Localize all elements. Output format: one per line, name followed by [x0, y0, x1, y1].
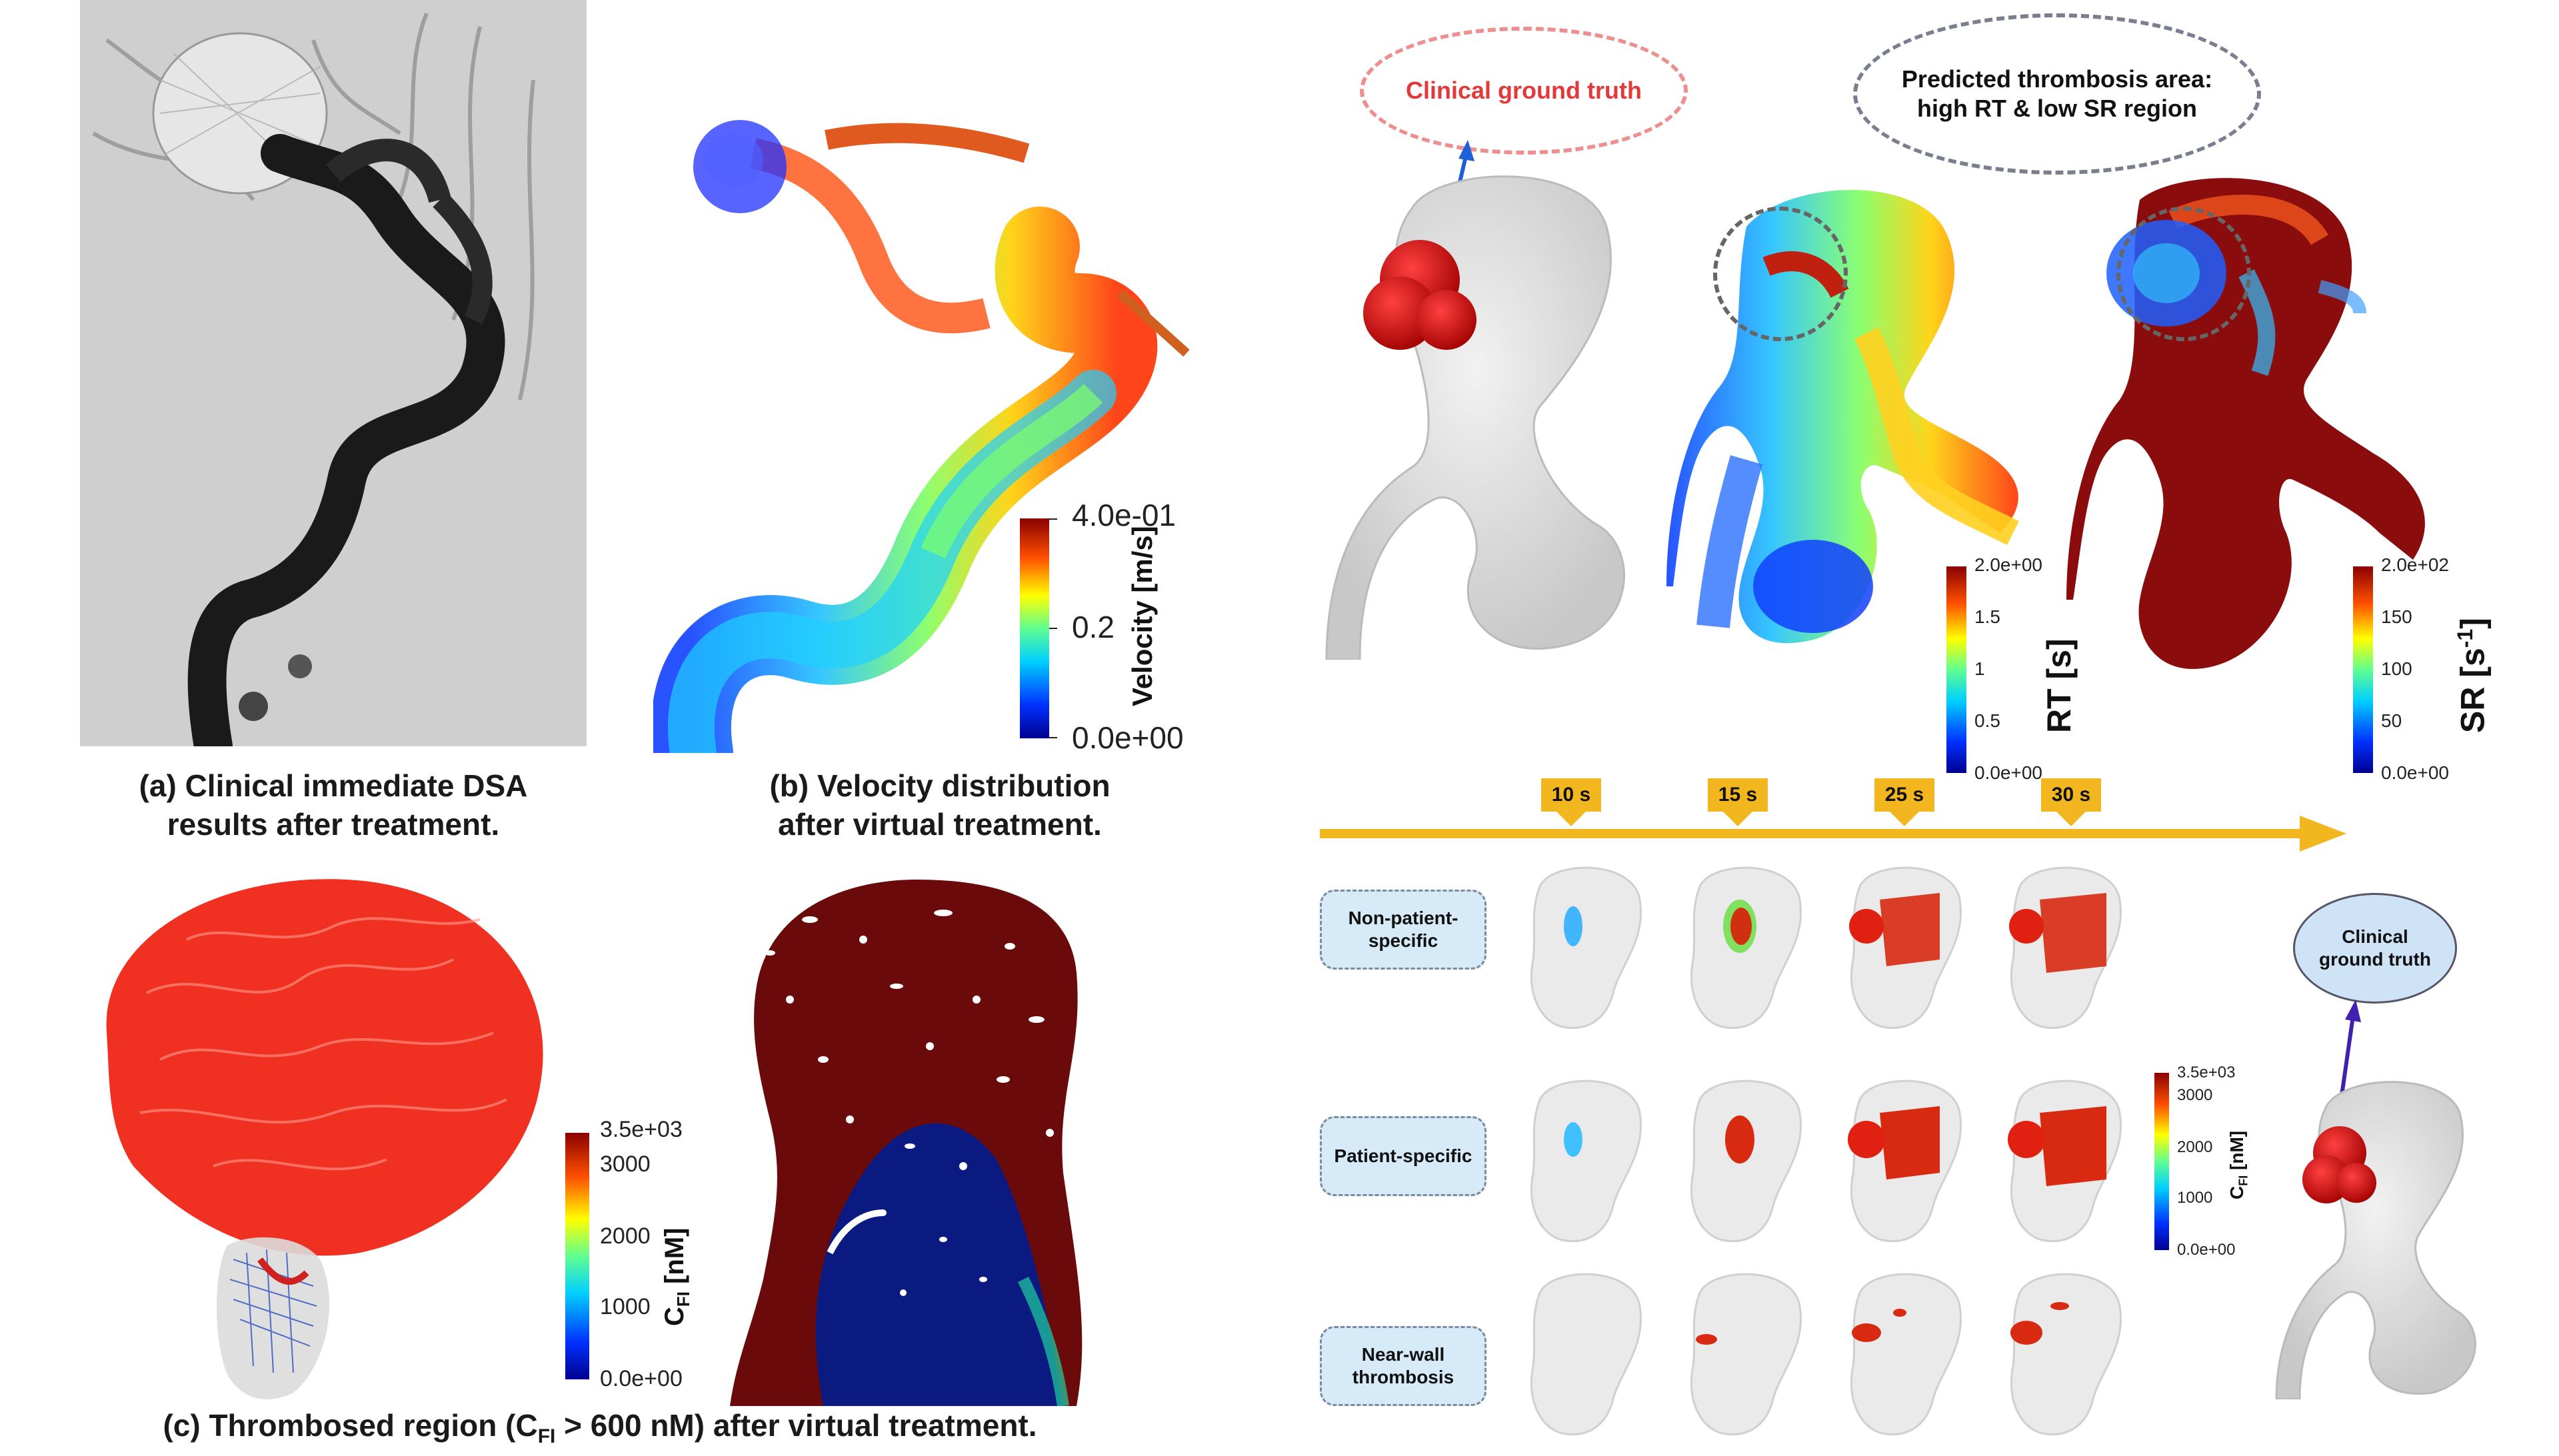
panel-a-caption-line2: results after treatment.	[167, 807, 500, 842]
panel-a-caption: (a) Clinical immediate DSA results after…	[67, 766, 600, 844]
thrombus-slice-render	[730, 866, 1090, 1407]
sr-colorbar-label: SR [s-1]	[2453, 618, 2492, 733]
cfi-colorbar-tick: 0.0e+00	[600, 1366, 683, 1391]
velocity-colorbar-max: 4.0e-01	[1072, 498, 1177, 532]
thrombus-3d-render	[80, 860, 560, 1399]
cfi-colorbar-label: CFI [nM]	[660, 1227, 694, 1326]
cfi-colorbar-tick: 3000	[600, 1151, 651, 1177]
cfi-label-sub: FI	[673, 1291, 693, 1307]
cfi-right-label: CFI [nM]	[2226, 1131, 2251, 1199]
cfi-colorbar-panel-c	[565, 1133, 589, 1379]
thumb-nw-15s	[1680, 1266, 1813, 1439]
rt-colorbar-tick: 0.0e+00	[1974, 762, 2042, 783]
sr-colorbar-tick: 150	[2381, 606, 2412, 627]
rt-colorbar-tick: 0.5	[1974, 710, 2000, 731]
velocity-colorbar-min: 0.0e+00	[1072, 720, 1184, 755]
thumb-nw-10s	[1520, 1266, 1653, 1439]
velocity-colorbar	[1020, 518, 1049, 738]
sr-render	[2066, 160, 2453, 680]
panel-c-caption-sub: FI	[537, 1425, 556, 1448]
cfi-right-tick: 3.5e+03	[2177, 1064, 2236, 1082]
clinical-ground-truth-bubble: Clinical ground truth	[1360, 27, 1688, 155]
cfi-right-label-c: C	[2226, 1185, 2247, 1199]
cfi-label-unit: [nM]	[660, 1227, 689, 1291]
aneurysm-ground-truth-render	[1320, 153, 1653, 661]
cfi-right-label-unit: [nM]	[2226, 1130, 2247, 1175]
thumb-ps-25s	[1840, 1073, 1973, 1246]
clinical-ground-truth-bottom-label: Clinical ground truth	[2319, 926, 2431, 970]
panel-b-caption: (b) Velocity distribution after virtual …	[667, 766, 1213, 844]
thumb-ps-10s	[1520, 1073, 1653, 1246]
sr-label-text: SR [s	[2454, 648, 2492, 733]
panel-b-caption-line2: after virtual treatment.	[778, 807, 1102, 842]
rt-colorbar	[1946, 566, 1966, 773]
thumb-nps-30s	[2000, 860, 2133, 1033]
cfi-right-tick: 0.0e+00	[2177, 1241, 2236, 1259]
aneurysm-ground-truth-render-bottom	[2273, 1066, 2486, 1401]
panel-c-caption-text: (c) Thrombosed region (C	[163, 1408, 538, 1443]
predicted-line2: high RT & low SR region	[1917, 95, 2197, 122]
row-label-non-patient-specific: Non-patient-specific	[1320, 890, 1486, 970]
sr-label-sup: -1	[2453, 628, 2477, 648]
thumb-nw-25s	[1840, 1266, 1973, 1439]
rt-predicted-circle	[1713, 207, 1848, 341]
time-tag-10s: 10 s	[1541, 778, 1601, 826]
sr-colorbar-tick: 0.0e+00	[2381, 762, 2449, 783]
cfi-colorbar-tick: 1000	[600, 1294, 651, 1319]
velocity-colorbar-tick-line	[1049, 737, 1057, 738]
thumb-ps-15s	[1680, 1073, 1813, 1246]
panel-c-caption-rest: > 600 nM) after virtual treatment.	[555, 1408, 1037, 1443]
panel-c-caption: (c) Thrombosed region (CFI > 600 nM) aft…	[100, 1406, 1100, 1456]
velocity-colorbar-label: Velocity [m/s]	[1127, 526, 1158, 706]
cfi-colorbar-right	[2154, 1073, 2169, 1250]
panel-a-caption-line1: (a) Clinical immediate DSA	[139, 768, 528, 803]
timeline-arrow	[1320, 813, 2346, 853]
panel-b-caption-line1: (b) Velocity distribution	[769, 768, 1111, 803]
rt-colorbar-tick: 2.0e+00	[1974, 554, 2042, 575]
sr-colorbar-tick: 2.0e+02	[2381, 554, 2449, 575]
thumb-nps-15s	[1680, 860, 1813, 1033]
cfi-colorbar-tick: 2000	[600, 1223, 651, 1249]
thumb-nps-10s	[1520, 860, 1653, 1033]
time-tag-25s: 25 s	[1874, 778, 1934, 826]
cfi-label-c: C	[660, 1307, 689, 1326]
row-label-patient-specific: Patient-specific	[1320, 1116, 1486, 1196]
thumb-nps-25s	[1840, 860, 1973, 1033]
cfi-right-tick: 2000	[2177, 1138, 2213, 1156]
clinical-ground-truth-label: Clinical ground truth	[1406, 77, 1642, 104]
sr-colorbar-tick: 100	[2381, 658, 2412, 679]
sr-label-end: ]	[2454, 618, 2492, 629]
velocity-render	[651, 113, 1213, 793]
velocity-colorbar-tick-line	[1049, 628, 1057, 629]
time-tag-15s: 15 s	[1708, 778, 1768, 826]
predicted-thrombosis-bubble: Predicted thrombosis area: high RT & low…	[1853, 13, 2261, 175]
cfi-colorbar-tick: 3.5e+03	[600, 1117, 683, 1142]
row-label-near-wall-thrombosis: Near-wall thrombosis	[1320, 1326, 1486, 1406]
velocity-colorbar-tick-line	[1049, 518, 1057, 520]
predicted-line1: Predicted thrombosis area:	[1901, 65, 2213, 93]
sr-predicted-circle	[2116, 207, 2251, 341]
time-tag-30s: 30 s	[2041, 778, 2101, 826]
thumb-nw-30s	[2000, 1266, 2133, 1439]
dsa-image	[80, 0, 587, 746]
rt-colorbar-tick: 1	[1974, 658, 1985, 679]
sr-colorbar-tick: 50	[2381, 710, 2402, 731]
cfi-right-tick: 3000	[2177, 1086, 2213, 1104]
rt-colorbar-tick: 1.5	[1974, 606, 2000, 627]
velocity-colorbar-mid: 0.2	[1072, 610, 1115, 644]
cfi-right-label-sub: FI	[2236, 1175, 2250, 1186]
rt-colorbar-label: RT [s]	[2040, 638, 2078, 733]
sr-colorbar	[2353, 566, 2373, 773]
clinical-ground-truth-bubble-bottom: Clinical ground truth	[2293, 893, 2457, 1004]
thumb-ps-30s	[2000, 1073, 2133, 1246]
cfi-right-tick: 1000	[2177, 1189, 2213, 1207]
